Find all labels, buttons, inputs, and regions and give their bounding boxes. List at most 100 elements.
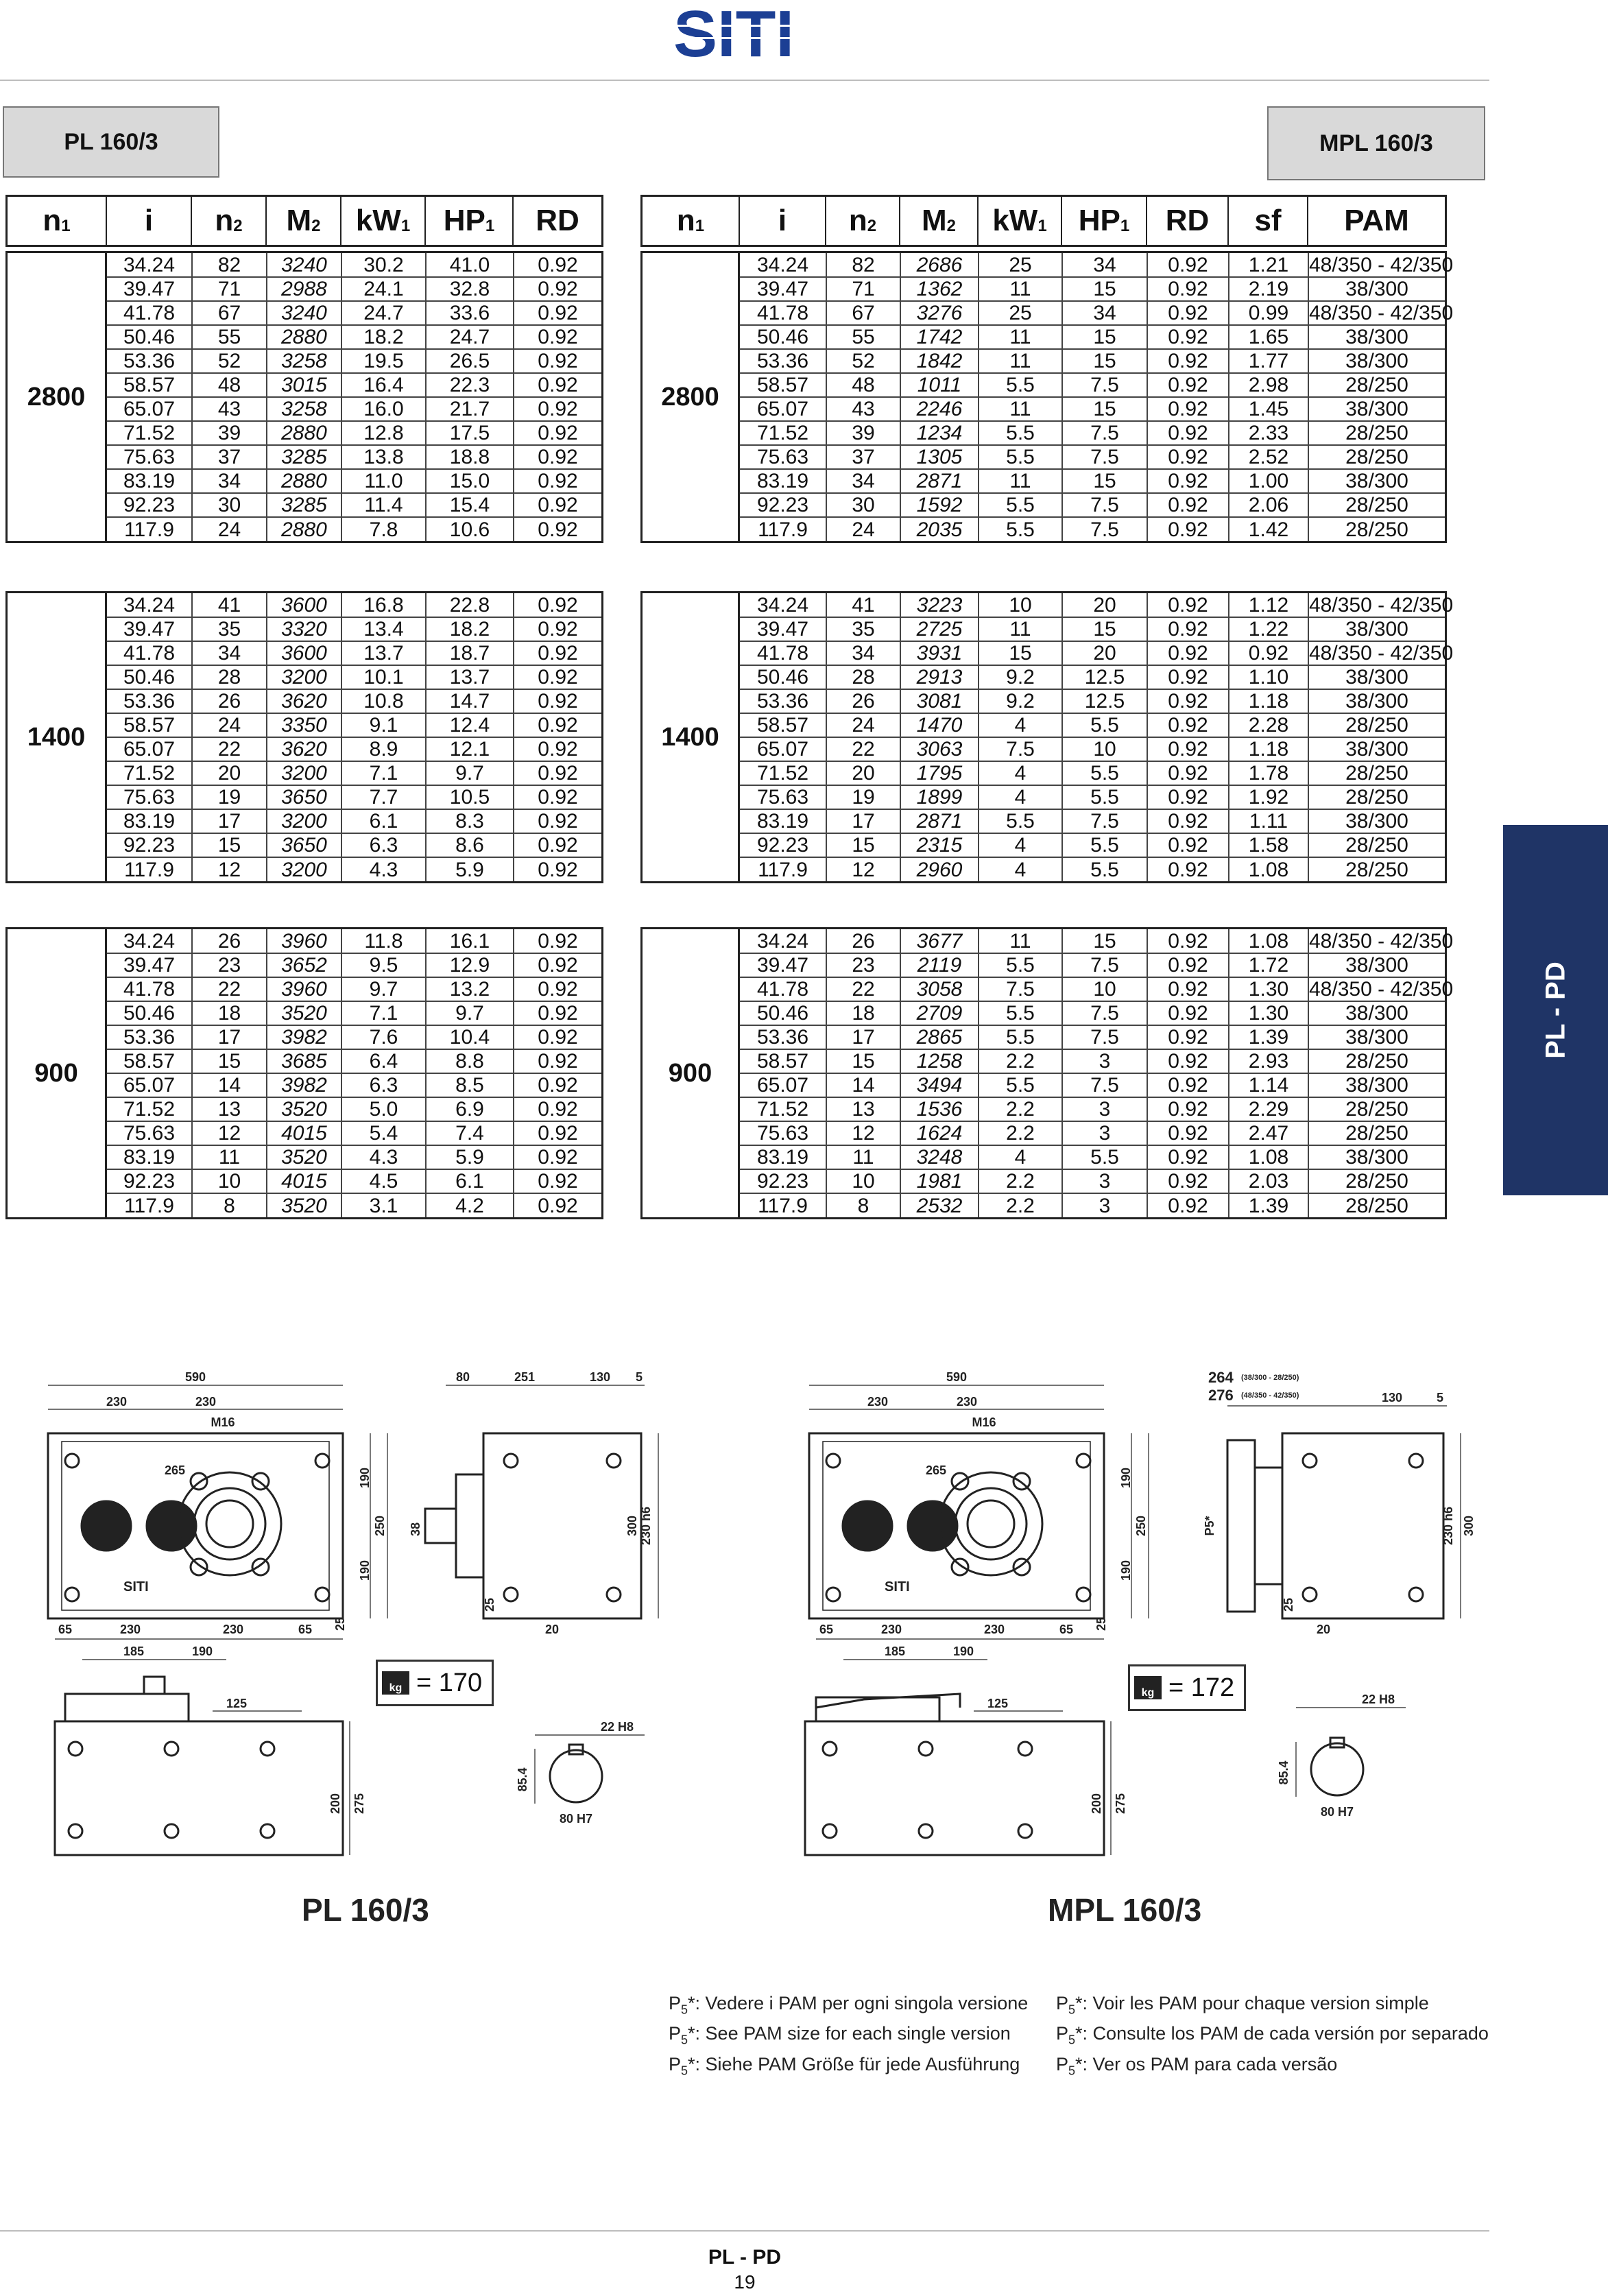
table-cell: 3494 (900, 1073, 979, 1098)
table-cell: 35 (191, 617, 267, 642)
table-cell: 0.92 (1228, 641, 1309, 666)
table-cell: 17 (191, 1025, 267, 1050)
dim-250: 250 (1134, 1516, 1148, 1536)
table-cell: 0.92 (1147, 420, 1229, 446)
col-i: i (740, 197, 826, 245)
dim-65: 65 (1059, 1623, 1073, 1636)
n1-value: 1400 (643, 593, 740, 881)
table-cell: 1624 (900, 1121, 979, 1146)
table-cell: 65.07 (740, 737, 827, 762)
dim-20: 20 (1317, 1623, 1330, 1636)
note-it: P5*: Vedere i PAM per ogni singola versi… (669, 1993, 1029, 2017)
table-cell: 6.3 (341, 1073, 427, 1098)
dim-25: 25 (1282, 1598, 1295, 1612)
table-cell: 1.72 (1228, 953, 1309, 978)
table-cell: 38/300 (1308, 617, 1445, 642)
table-cell: 10.4 (425, 1025, 514, 1050)
table-cell: 34.24 (107, 253, 193, 278)
table-cell: 24 (191, 516, 267, 541)
table-cell: 39.47 (107, 276, 193, 302)
weight-icon: kg (1134, 1676, 1162, 1699)
table-cell: 2871 (900, 468, 979, 494)
table-cell: 15 (1061, 348, 1148, 374)
table-cell: 3081 (900, 689, 979, 714)
table-cell: 12.9 (425, 953, 514, 978)
table-cell: 30.2 (341, 253, 427, 278)
dim-230: 230 (106, 1395, 127, 1409)
table-cell: 39 (191, 420, 267, 446)
table-cell: 0.92 (1147, 516, 1229, 541)
table-cell: 26 (826, 689, 901, 714)
table-cell: 0.92 (513, 1145, 601, 1170)
table-cell: 7.5 (1061, 492, 1148, 518)
table-cell: 5.9 (425, 1145, 514, 1170)
table-cell: 20 (1061, 593, 1148, 618)
table-cell: 15 (1061, 929, 1148, 954)
table-cell: 7.8 (341, 516, 427, 541)
note-de: P5*: Siehe PAM Größe für jede Ausführung (669, 2053, 1020, 2078)
dim-190: 190 (358, 1560, 372, 1581)
table-cell: 34 (1061, 253, 1148, 278)
table-cell: 0.92 (1147, 468, 1229, 494)
table-cell: 2871 (900, 809, 979, 834)
table-cell: 18 (191, 1001, 267, 1026)
table-cell: 0.92 (1147, 617, 1229, 642)
table-cell: 28 (191, 665, 267, 690)
table-cell: 3285 (266, 444, 342, 470)
table-cell: 1.30 (1228, 1001, 1309, 1026)
note-fr: P5*: Voir les PAM pour chaque version si… (1056, 1993, 1429, 2017)
pl-technical-drawing: 590 230 230 M16 265 190 250 190 65 230 2… (47, 1370, 659, 1856)
table-cell: 2.33 (1228, 420, 1309, 446)
table-cell: 0.92 (1147, 1169, 1229, 1194)
table-cell: 117.9 (740, 1193, 827, 1217)
table-cell: 11.0 (341, 468, 427, 494)
table-cell: 5.4 (341, 1121, 427, 1146)
table-cell: 24 (826, 516, 901, 541)
dim-200: 200 (1090, 1793, 1103, 1814)
table-cell: 1.78 (1228, 761, 1309, 786)
dim-5: 5 (636, 1370, 643, 1384)
table-cell: 0.92 (1147, 929, 1229, 954)
pl-weight-box: kg = 170 (376, 1660, 494, 1706)
table-cell: 5.5 (978, 1025, 1063, 1050)
table-cell: 0.92 (513, 1025, 601, 1050)
table-cell: 7.1 (341, 1001, 427, 1026)
table-cell: 0.92 (1147, 276, 1229, 302)
table-cell: 11 (978, 929, 1063, 954)
table-cell: 38/300 (1308, 1001, 1445, 1026)
table-cell: 117.9 (107, 516, 193, 541)
table-cell: 83.19 (740, 1145, 827, 1170)
table-cell: 7.5 (978, 977, 1063, 1002)
table-cell: 11.8 (341, 929, 427, 954)
table-cell: 10 (191, 1169, 267, 1194)
table-cell: 3650 (266, 785, 342, 810)
table-cell: 1.45 (1228, 396, 1309, 422)
table-cell: 39.47 (107, 617, 193, 642)
table-cell: 1592 (900, 492, 979, 518)
table-cell: 0.92 (513, 665, 601, 690)
table-cell: 0.92 (1147, 641, 1229, 666)
table-cell: 18.2 (425, 617, 514, 642)
table-cell: 2880 (266, 468, 342, 494)
dim-65: 65 (298, 1623, 312, 1636)
table-cell: 25 (978, 253, 1063, 278)
dim-276: 276 (1208, 1387, 1234, 1404)
table-cell: 3652 (266, 953, 342, 978)
table-cell: 4 (978, 785, 1063, 810)
table-cell: 2119 (900, 953, 979, 978)
table-cell: 92.23 (107, 492, 193, 518)
dim-190: 190 (953, 1645, 974, 1658)
table-cell: 7.5 (1061, 1025, 1148, 1050)
table-cell: 2.19 (1228, 276, 1309, 302)
dim-230: 230 (195, 1395, 216, 1409)
table-cell: 3.1 (341, 1193, 427, 1217)
